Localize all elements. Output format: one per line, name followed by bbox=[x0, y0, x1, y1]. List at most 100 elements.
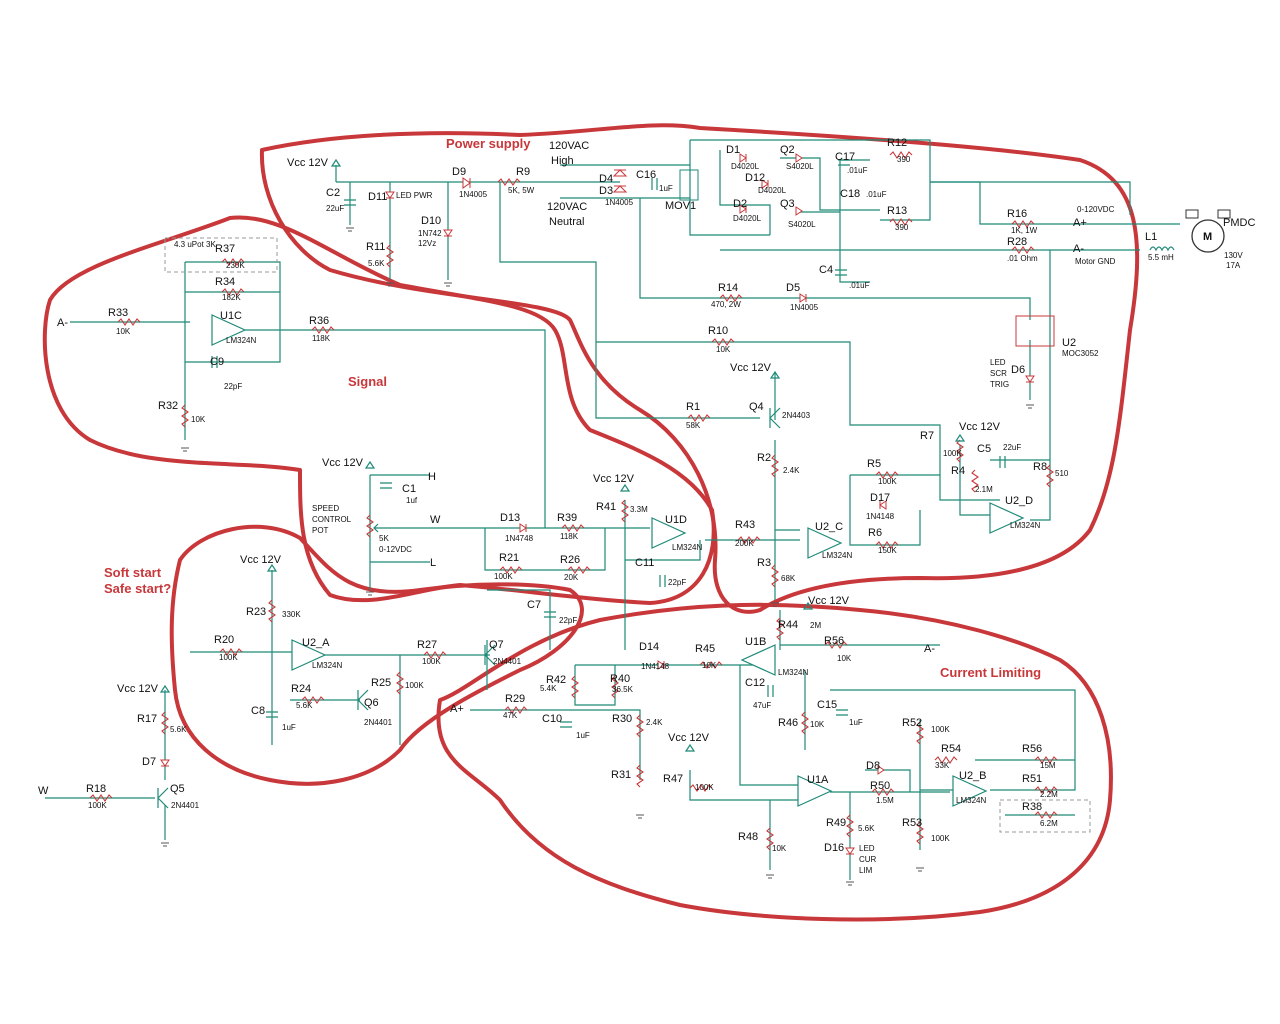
r43-value: 200K bbox=[735, 539, 754, 548]
r14-ref: R14 bbox=[718, 282, 738, 294]
c15-value: 1uF bbox=[849, 718, 863, 727]
q6-value: 2N4401 bbox=[364, 718, 393, 727]
r21-ref: R21 bbox=[499, 552, 519, 564]
c8-ref: C8 bbox=[251, 705, 265, 717]
pot-l-label: L bbox=[430, 557, 436, 569]
d17-ref: D17 bbox=[870, 492, 890, 504]
c9-value: 22pF bbox=[224, 382, 242, 391]
r31-ref: R31 bbox=[611, 769, 631, 781]
r3-ref: R3 bbox=[757, 557, 771, 569]
motor-voltage: 130V bbox=[1224, 251, 1243, 260]
r27-ref: R27 bbox=[417, 639, 437, 651]
r40-value: 36.5K bbox=[612, 685, 634, 694]
u2-ref: U2 bbox=[1062, 337, 1076, 349]
q4-ref: Q4 bbox=[749, 401, 764, 413]
c18-ref: C18 bbox=[840, 188, 860, 200]
c11-ref: C11 bbox=[635, 557, 654, 569]
r24-value: 5.6K bbox=[296, 701, 313, 710]
r7-value: 100K bbox=[943, 449, 962, 458]
soft-start-title: Soft start bbox=[104, 565, 162, 580]
q5-value: 2N4401 bbox=[171, 801, 200, 810]
d6-ref: D6 bbox=[1011, 364, 1025, 376]
motor-gnd-label: Motor GND bbox=[1075, 257, 1116, 266]
r52-value: 100K bbox=[931, 725, 950, 734]
vcc-label-r7: Vcc 12V bbox=[959, 421, 1001, 433]
r29-ref: R29 bbox=[505, 693, 525, 705]
r49-ref: R49 bbox=[826, 817, 846, 829]
pot-range: 0-12VDC bbox=[379, 545, 412, 554]
safe-start-title: Safe start? bbox=[104, 581, 171, 596]
r10-ref: R10 bbox=[708, 325, 728, 337]
u2b-ref: U2_B bbox=[959, 770, 987, 782]
r56a-value: 10K bbox=[837, 654, 852, 663]
r37-value: 230K bbox=[226, 261, 245, 270]
c4-ref: C4 bbox=[819, 264, 833, 276]
c16-value: 1uF bbox=[659, 184, 673, 193]
vcc-label-u2a: Vcc 12V bbox=[240, 554, 282, 566]
c15-ref: C15 bbox=[817, 699, 837, 711]
d3-ref: D3 bbox=[599, 185, 613, 197]
c1-ref: C1 bbox=[402, 483, 416, 495]
symbols bbox=[89, 151, 1231, 886]
r8-value: 510 bbox=[1055, 469, 1069, 478]
u2d-ref: U2_D bbox=[1005, 495, 1033, 507]
r30-value: 2.4K bbox=[646, 718, 663, 727]
u2c-value: LM324N bbox=[822, 551, 852, 560]
r16-ref: R16 bbox=[1007, 208, 1027, 220]
vcc-label-q4: Vcc 12V bbox=[730, 362, 772, 374]
r50-ref: R50 bbox=[870, 780, 890, 792]
text-labels: Vcc 12V 120VAC High 120VAC Neutral C2 22… bbox=[38, 137, 1255, 875]
r5-value: 100K bbox=[878, 477, 897, 486]
r56b-ref: R56 bbox=[1022, 743, 1042, 755]
d10-ref: D10 bbox=[421, 215, 441, 227]
r3-value: 68K bbox=[781, 574, 796, 583]
r38-value: 6.2M bbox=[1040, 819, 1058, 828]
r12-value: 390 bbox=[897, 155, 911, 164]
r53-ref: R53 bbox=[902, 817, 922, 829]
c12-value: 47uF bbox=[753, 701, 771, 710]
d14-value: 1N4148 bbox=[641, 662, 670, 671]
u2a-ref: U2_A bbox=[302, 637, 330, 649]
r11-ref: R11 bbox=[366, 241, 385, 253]
r39-ref: R39 bbox=[557, 512, 577, 524]
a-plus-cur: A+ bbox=[450, 703, 464, 715]
r42-ref: R42 bbox=[546, 674, 566, 686]
r47-ref: R47 bbox=[663, 773, 683, 785]
c9-ref: C9 bbox=[210, 356, 224, 368]
motor-current: 17A bbox=[1226, 261, 1241, 270]
r20-value: 100K bbox=[219, 653, 238, 662]
r2-value: 2.4K bbox=[783, 466, 800, 475]
r13-ref: R13 bbox=[887, 205, 907, 217]
led-cur-label-1: LED bbox=[859, 844, 875, 853]
r50-value: 1.5M bbox=[876, 796, 894, 805]
vcc-label-u1d: Vcc 12V bbox=[593, 473, 635, 485]
r43-ref: R43 bbox=[735, 519, 755, 531]
d5-value: 1N4005 bbox=[790, 303, 819, 312]
q2-ref: Q2 bbox=[780, 144, 795, 156]
q7-value: 2N4401 bbox=[493, 657, 522, 666]
u1b-ref: U1B bbox=[745, 636, 766, 648]
out-range-label: 0-120VDC bbox=[1077, 205, 1115, 214]
r27-value: 100K bbox=[422, 657, 441, 666]
r56a-ref: R56 bbox=[824, 635, 844, 647]
d3-value: 1N4005 bbox=[605, 198, 634, 207]
signal-title: Signal bbox=[348, 374, 387, 389]
r46-value: 10K bbox=[810, 720, 825, 729]
d13-value: 1N4748 bbox=[505, 534, 534, 543]
r8-ref: R8 bbox=[1033, 461, 1047, 473]
u2a-value: LM324N bbox=[312, 661, 342, 670]
r20-ref: R20 bbox=[214, 634, 234, 646]
r14-value: 470, 2W bbox=[711, 300, 741, 309]
pot-label-1: SPEED bbox=[312, 504, 339, 513]
r30-ref: R30 bbox=[612, 713, 632, 725]
d8-ref: D8 bbox=[866, 760, 880, 772]
r40-ref: R40 bbox=[610, 673, 630, 685]
r23-ref: R23 bbox=[246, 606, 266, 618]
c2-ref: C2 bbox=[326, 187, 340, 199]
r41-ref: R41 bbox=[596, 501, 616, 513]
r1-ref: R1 bbox=[686, 401, 700, 413]
d1-ref: D1 bbox=[726, 144, 740, 156]
pot-h-label: H bbox=[428, 471, 436, 483]
r56b-value: 15M bbox=[1040, 761, 1056, 770]
q6-ref: Q6 bbox=[364, 697, 379, 709]
